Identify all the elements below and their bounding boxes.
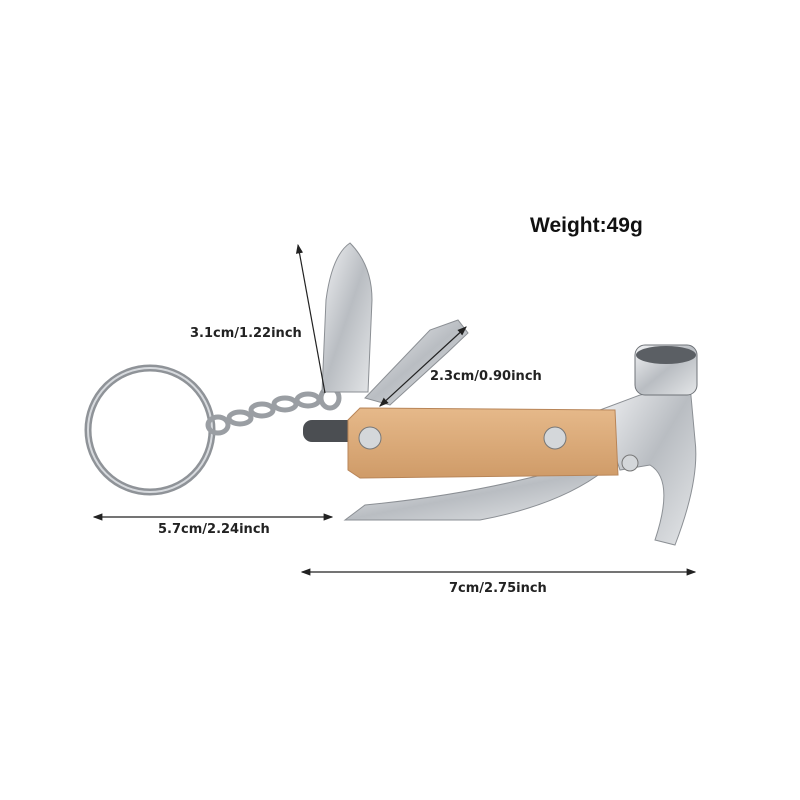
keychain-length-label: 5.7cm/2.24inch — [158, 522, 270, 537]
screwdriver-length-label: 2.3cm/0.90inch — [430, 369, 542, 384]
blade-height-label: 3.1cm/1.22inch — [190, 326, 302, 341]
hammer-head — [599, 344, 698, 546]
screw — [543, 426, 567, 450]
tool-length-label: 7cm/2.75inch — [449, 581, 547, 596]
dimension-lines — [92, 243, 697, 576]
lanyard-loop — [303, 420, 358, 442]
screwdriver-blade — [364, 319, 469, 406]
weight-label: Weight:49g — [530, 214, 643, 237]
key-ring — [84, 364, 216, 496]
wooden-handle — [347, 407, 619, 479]
knife-blade — [321, 242, 373, 393]
rivet — [358, 426, 382, 450]
